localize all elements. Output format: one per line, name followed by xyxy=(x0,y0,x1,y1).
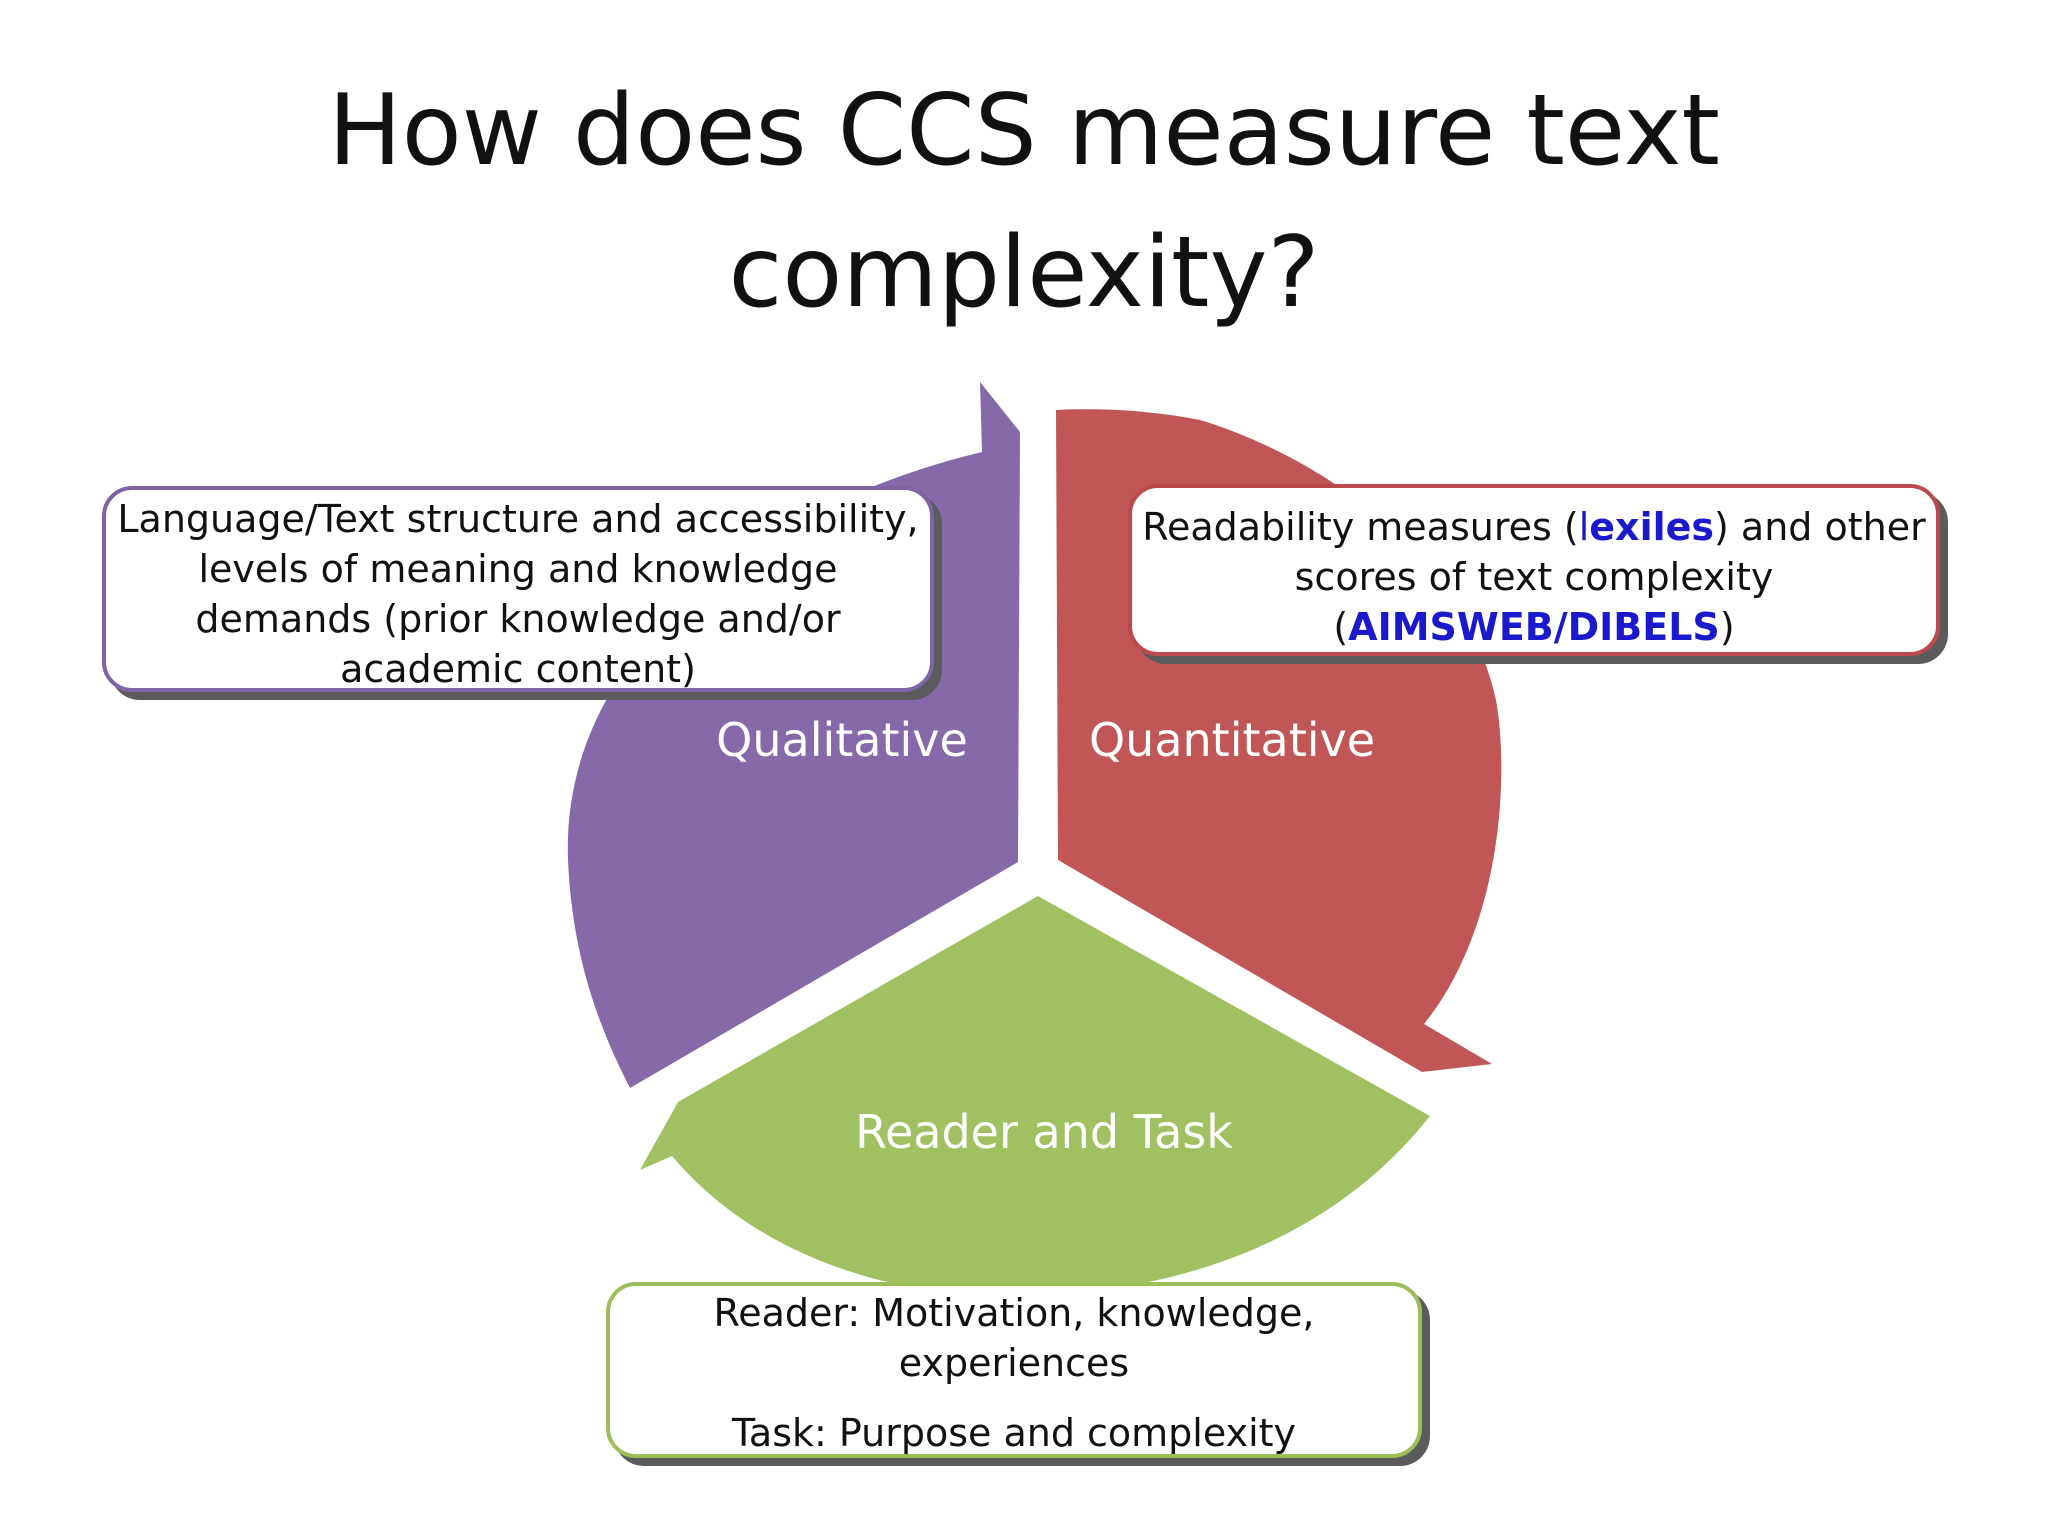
reader-callout-text: Reader: Motivation, knowledge, experienc… xyxy=(713,1291,1315,1385)
reader-task-callout: Reader: Motivation, knowledge, experienc… xyxy=(606,1282,1422,1458)
quantitative-text-before: Readability measures ( xyxy=(1142,505,1579,549)
quantitative-callout-line3: (AIMSWEB/DIBELS) xyxy=(1132,602,1936,652)
quantitative-callout: Readability measures (lexiles) and other… xyxy=(1128,484,1940,656)
quantitative-text-after: ) and other xyxy=(1714,505,1926,549)
paren-open: ( xyxy=(1333,605,1349,649)
task-callout-text: Task: Purpose and complexity xyxy=(731,1411,1297,1455)
lexiles-l: l xyxy=(1578,505,1590,549)
aimsweb-dibels-link[interactable]: AIMSWEB/DIBELS xyxy=(1348,605,1720,649)
quantitative-callout-line1: Readability measures (lexiles) and other xyxy=(1132,502,1936,552)
qualitative-label: Qualitative xyxy=(716,713,968,767)
reader-task-label: Reader and Task xyxy=(855,1105,1233,1159)
lexiles-link[interactable]: exiles xyxy=(1589,505,1715,549)
quantitative-label: Quantitative xyxy=(1089,713,1375,767)
reader-task-segment xyxy=(640,896,1430,1297)
qualitative-callout: Language/Text structure and accessibilit… xyxy=(102,486,934,692)
paren-close: ) xyxy=(1719,605,1735,649)
qualitative-callout-text: Language/Text structure and accessibilit… xyxy=(117,497,919,691)
quantitative-callout-line2: scores of text complexity xyxy=(1294,555,1774,599)
